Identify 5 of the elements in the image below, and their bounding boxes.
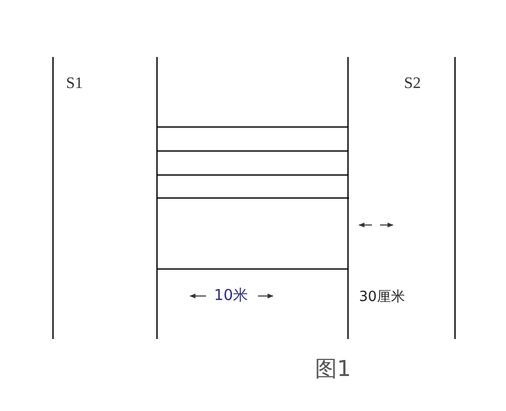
section-label: S2 bbox=[404, 76, 421, 92]
figure-caption: 图1 bbox=[315, 359, 351, 381]
dimension-label: 10米 bbox=[214, 288, 248, 303]
section-label: S1 bbox=[66, 76, 83, 92]
dimension-label: 30厘米 bbox=[359, 290, 405, 304]
